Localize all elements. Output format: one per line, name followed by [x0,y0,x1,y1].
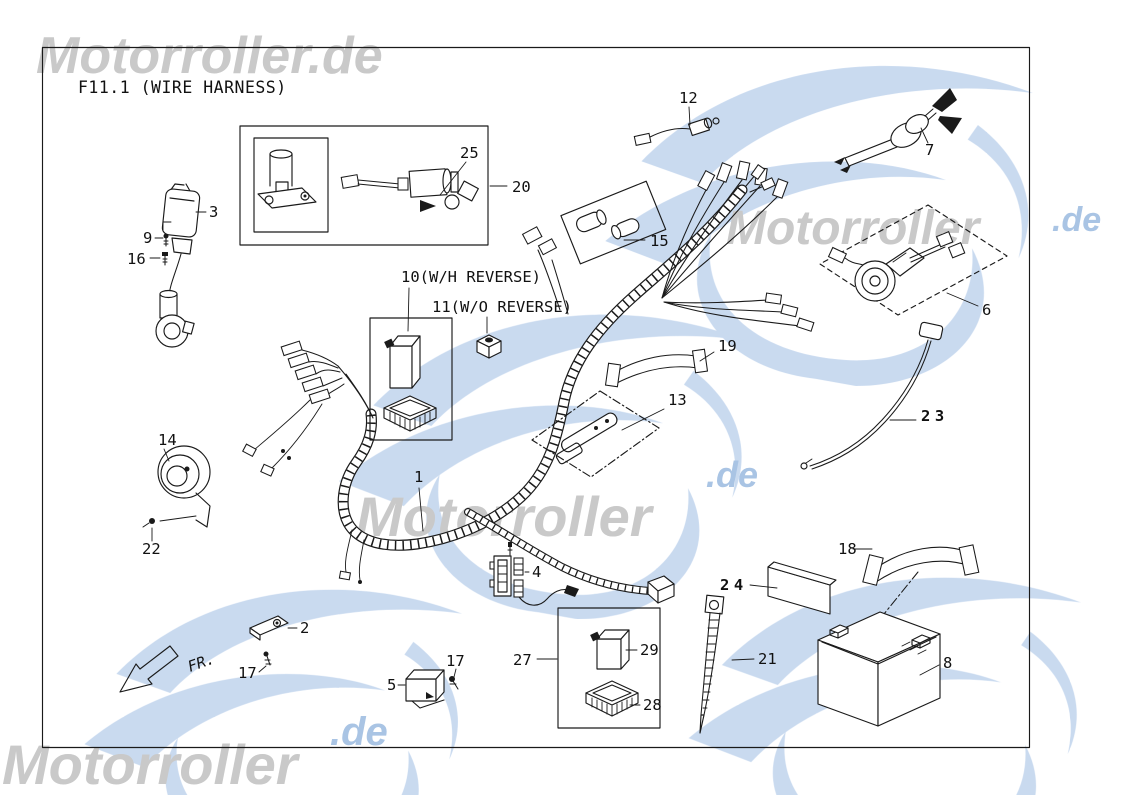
screw-17-left [263,651,272,666]
leader-lines [149,106,979,706]
callout-18: 18 [838,540,857,558]
callout-4: 4 [532,563,541,581]
callout-19: 19 [718,337,737,355]
callout-23: 23 [921,407,949,425]
callout-labels: 1 2 3 4 5 6 7 8 9 10(W/H REVERSE) 11(W/O… [127,89,991,714]
callout-29: 29 [640,641,659,659]
callout-22: 22 [142,540,161,558]
callout-17-right: 17 [446,652,465,670]
callout-7: 7 [925,141,934,159]
callout-1: 1 [414,468,423,486]
watermark-center-tld: .de [706,454,758,495]
strap-18 [862,544,980,615]
callout-25: 25 [460,144,479,162]
pad-24 [767,561,837,615]
callout-21: 21 [758,650,777,668]
flasher-kit [819,204,1008,316]
callout-16: 16 [127,250,146,268]
watermark-bottom-tld: .de [330,710,388,754]
ignition-switch [834,88,962,173]
callout-3: 3 [209,203,218,221]
relay-cube [476,334,502,359]
callout-9: 9 [143,229,152,247]
spark-plug-cable [340,168,479,212]
harness-upper-connectors [521,226,569,315]
connector-set-4 [489,542,579,606]
ignition-coil [155,183,201,348]
callout-28: 28 [643,696,662,714]
spark-plug-cable-box [239,125,489,246]
callout-27: 27 [513,651,532,669]
sensor-wire [633,117,720,146]
coil-screw-16 [162,252,168,266]
callout-5: 5 [387,676,396,694]
callout-12: 12 [679,89,698,107]
front-direction-arrow [119,645,179,693]
harness-danglers [338,529,365,584]
harness-connector-fan [661,160,815,332]
relay-5 [405,669,445,709]
diagram-border [41,46,1031,749]
panel-13 [531,390,660,478]
watermark-bottom: Motorroller [2,733,301,795]
callout-14: 14 [158,431,177,449]
harness-branch-tube [464,508,675,604]
callout-15: 15 [650,232,669,250]
watermark-right: Motorroller [726,202,982,255]
relay-box [369,317,453,441]
callout-8: 8 [943,654,952,672]
page-title: F11.1 (WIRE HARNESS) [78,78,287,97]
bar-2 [249,615,289,641]
callout-2: 2 [300,619,309,637]
callout-24: 24 [720,576,748,594]
harness-left-bundle [241,340,374,477]
callout-17-left: 17 [238,664,257,682]
watermark-top: Motorroller.de [36,27,383,85]
screw-17-right [449,676,459,690]
cable-23 [800,321,944,470]
watermark-right-tld: .de [1052,201,1101,239]
wire-harness-main [337,184,748,551]
callout-13: 13 [668,391,687,409]
callout-6: 6 [982,301,991,319]
coil-screw-9 [163,233,169,247]
cable-tie [699,594,725,734]
battery [817,611,941,727]
horn [157,445,211,528]
relay-flasher-box [557,607,661,729]
horn-screw-22 [142,518,155,528]
callout-11: 11(W/O REVERSE) [432,298,572,316]
callout-20: 20 [512,178,531,196]
resistor-pack [560,180,667,265]
callout-10: 10(W/H REVERSE) [401,268,541,286]
